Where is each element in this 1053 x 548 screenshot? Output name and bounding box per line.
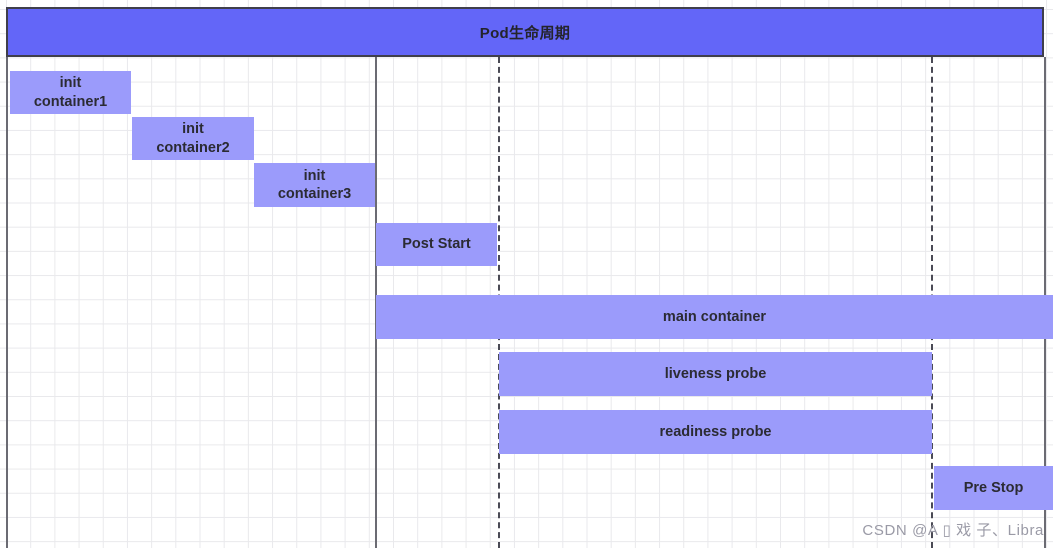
watermark-text: CSDN @A ▯ 戏 子、Libra	[862, 522, 1044, 539]
phase-bar-label: Pre Stop	[963, 479, 1024, 496]
phase-bar-label: init container1	[33, 75, 108, 110]
phase-bar-label: Post Start	[402, 236, 471, 253]
diagram-header-banner: Pod生命周期	[6, 7, 1044, 57]
phase-bar-init-container-3[interactable]: init container3	[254, 163, 375, 207]
phase-bar-label: main container	[662, 308, 767, 325]
phase-bar-label: readiness probe	[659, 423, 772, 440]
phase-bar-readiness-probe[interactable]: readiness probe	[499, 410, 932, 454]
phase-bar-label: init container3	[277, 167, 352, 202]
phase-bar-init-container-2[interactable]: init container2	[132, 117, 254, 160]
phase-bar-pre-stop[interactable]: Pre Stop	[934, 466, 1053, 510]
vertical-rule-left-boundary	[6, 57, 8, 548]
phase-bar-label: init container2	[156, 121, 230, 156]
phase-bar-label: liveness probe	[664, 365, 767, 382]
phase-bar-liveness-probe[interactable]: liveness probe	[499, 352, 932, 396]
phase-bar-init-container-1[interactable]: init container1	[10, 71, 131, 114]
phase-bar-main-container[interactable]: main container	[376, 295, 1053, 339]
page-title: Pod生命周期	[479, 24, 571, 42]
phase-bar-post-start[interactable]: Post Start	[376, 223, 497, 266]
